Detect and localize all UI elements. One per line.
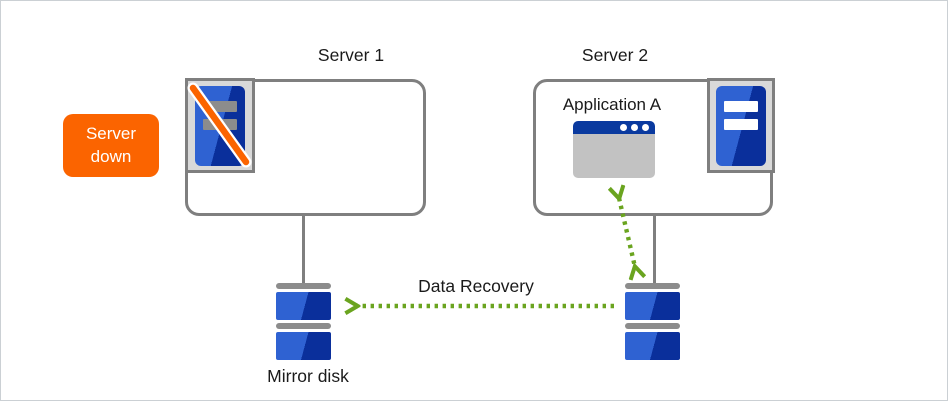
- window-dot-icon: [642, 124, 649, 131]
- application-window-icon: [573, 121, 655, 178]
- server-down-badge: Server down: [63, 114, 159, 177]
- server2-icon-frame: [707, 78, 775, 173]
- data-recovery-label: Data Recovery: [418, 276, 534, 296]
- disk-stack-icon-left: [276, 283, 331, 360]
- application-label: Application A: [562, 95, 662, 114]
- server2-disk-connector: [653, 213, 656, 285]
- window-titlebar: [573, 121, 655, 134]
- server-tower-icon: [716, 85, 766, 166]
- window-dot-icon: [631, 124, 638, 131]
- server1-icon-frame: [185, 78, 255, 173]
- server-tower-crossed-icon: [195, 85, 245, 166]
- window-body: [573, 134, 655, 178]
- window-dot-icon: [620, 124, 627, 131]
- server2-label: Server 2: [581, 45, 649, 65]
- mirror-disk-label: Mirror disk: [267, 366, 349, 386]
- server1-disk-connector: [302, 213, 305, 285]
- disk-stack-icon-right: [625, 283, 680, 360]
- server1-label: Server 1: [317, 45, 385, 65]
